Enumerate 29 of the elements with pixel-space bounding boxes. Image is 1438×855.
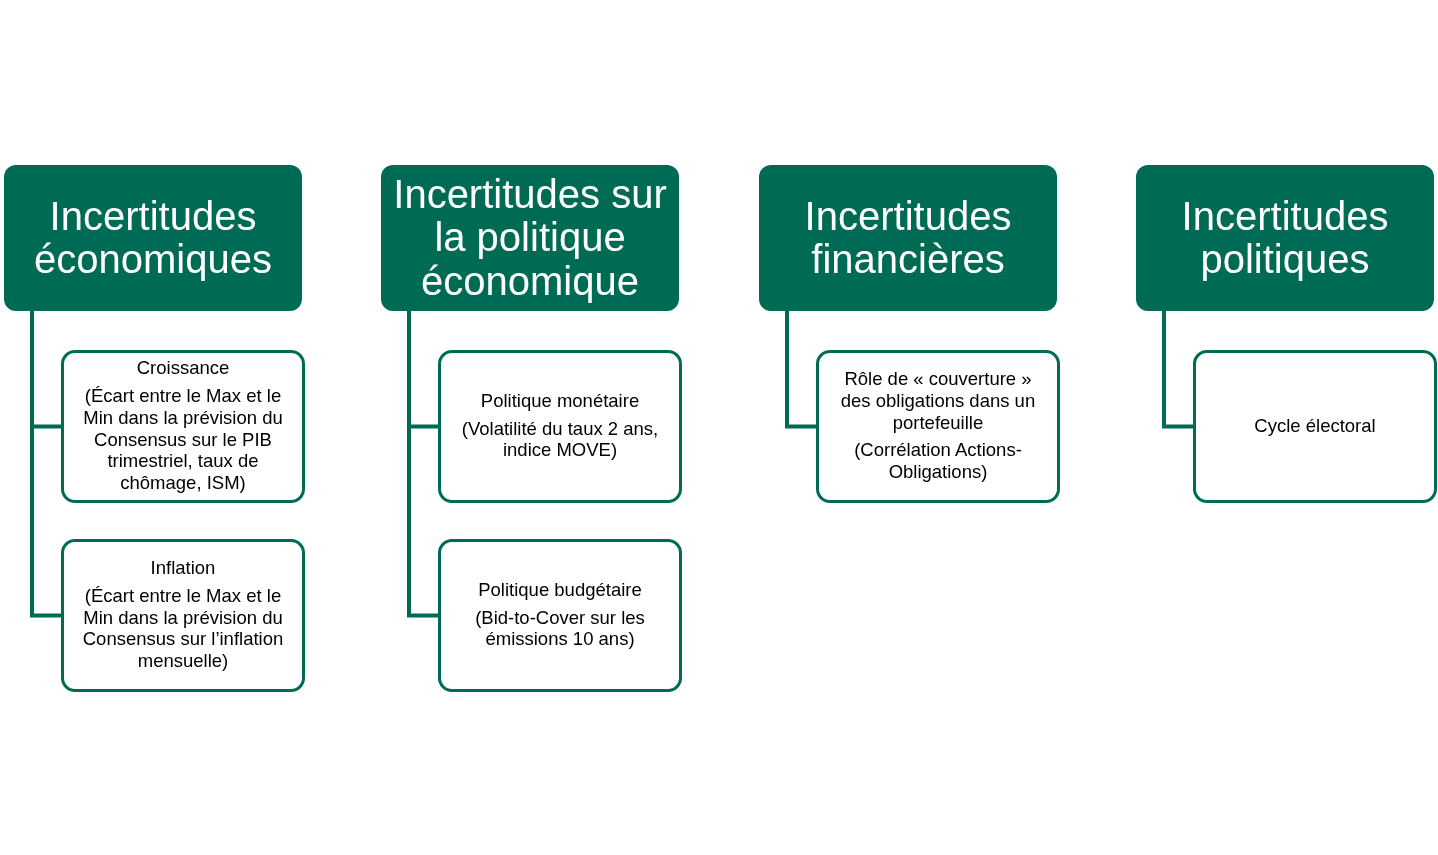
header-title: Incertitudes sur la politique économique xyxy=(392,173,668,303)
indicator-box xyxy=(816,350,1060,503)
header-title: Incertitudes politiques xyxy=(1180,194,1390,282)
category-header xyxy=(381,165,679,311)
indicator-title: Croissance xyxy=(136,357,230,379)
indicator-description: (Bid-to-Cover sur les émissions 10 ans) xyxy=(474,606,646,651)
connector-line xyxy=(785,311,816,429)
indicator-box xyxy=(61,350,305,503)
header-title: Incertitudes financières xyxy=(803,194,1013,282)
indicator-description: (Corrélation Actions-Obligations) xyxy=(853,439,1023,484)
indicator-description: (Volatilité du taux 2 ans, indice MOVE) xyxy=(460,417,660,462)
indicator-title: Inflation xyxy=(150,556,216,579)
category-header xyxy=(1136,165,1434,311)
indicator-box xyxy=(61,539,305,692)
indicator-box xyxy=(438,350,682,503)
category-header xyxy=(759,165,1057,311)
indicator-box xyxy=(1193,350,1437,503)
indicator-box xyxy=(438,539,682,692)
category-header xyxy=(4,165,302,311)
indicator-description: (Écart entre le Max et le Min dans la prévision du Consensus sur le PIB trimestriel, taux de chômage, ISM) xyxy=(82,384,284,494)
connector-line xyxy=(30,311,61,618)
indicator-title: Rôle de « couverture » des obligations dans un portefeuille xyxy=(839,367,1037,434)
header-title: Incertitudes économiques xyxy=(33,194,273,282)
indicator-title: Politique budgétaire xyxy=(478,578,642,601)
indicator-description: (Écart entre le Max et le Min dans la prévision du Consensus sur l’inflation mensuelle) xyxy=(81,584,285,673)
indicator-title: Politique monétaire xyxy=(480,389,640,412)
indicator-title: Cycle électoral xyxy=(1254,414,1376,437)
connector-line xyxy=(407,311,438,618)
connector-line xyxy=(1162,311,1193,429)
